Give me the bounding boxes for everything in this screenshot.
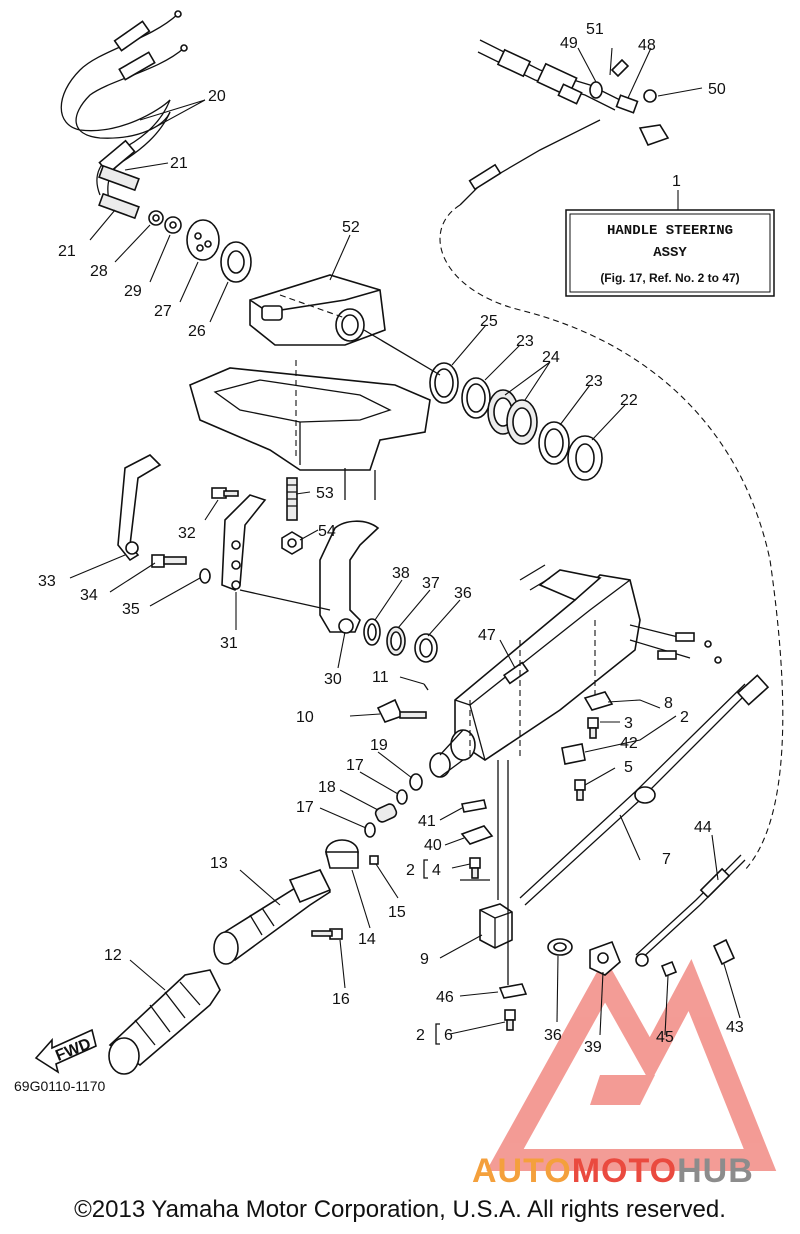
part-label-13: 13 (210, 855, 228, 872)
part-label-19: 19 (370, 737, 388, 754)
part-label-37: 37 (422, 575, 440, 592)
small-fasteners (151, 487, 239, 584)
part-label-36a: 36 (454, 585, 472, 602)
leader-lines (69, 47, 741, 1036)
part-label-20: 20 (208, 88, 226, 105)
part-label-50: 50 (708, 81, 726, 98)
watermark-logo (486, 957, 777, 1171)
part-label-43: 43 (726, 1019, 744, 1036)
part-label-25: 25 (480, 313, 498, 330)
part-label-14: 14 (358, 931, 376, 948)
part-label-29: 29 (124, 283, 142, 300)
part-label-5: 5 (624, 759, 633, 776)
steering-handle-body (429, 564, 641, 778)
part-label-2b: 2 (406, 862, 415, 879)
friction-bracket (249, 274, 386, 346)
handle-clips (561, 691, 614, 801)
part-label-38: 38 (392, 565, 410, 582)
watermark-word-auto: AUTO (472, 1152, 572, 1190)
throttle-tube (213, 839, 379, 965)
part-label-23a: 23 (516, 333, 534, 350)
part-label-22: 22 (620, 392, 638, 409)
fwd-arrow: FWD (34, 1028, 97, 1074)
part-label-27: 27 (154, 303, 172, 320)
ref-bracket-4 (423, 859, 428, 879)
cable-fittings (148, 210, 252, 283)
part-label-36b: 36 (544, 1027, 562, 1044)
part-label-10: 10 (296, 709, 314, 726)
shift-linkage (547, 938, 736, 978)
part-label-24: 24 (542, 349, 560, 366)
part-label-3: 3 (624, 715, 633, 732)
part-label-16: 16 (332, 991, 350, 1008)
assembly-callout-box: HANDLE STEERING ASSY (Fig. 17, Ref. No. … (565, 190, 775, 297)
part-label-1: 1 (672, 173, 681, 190)
part-label-15: 15 (388, 904, 406, 921)
shift-cables (519, 674, 770, 967)
callout-line2: ASSY (653, 245, 687, 261)
part-label-54: 54 (318, 523, 336, 540)
bracket-washers (363, 618, 438, 663)
part-label-42: 42 (620, 735, 638, 752)
part-label-52: 52 (342, 219, 360, 236)
part-label-17a: 17 (346, 757, 364, 774)
part-label-32: 32 (178, 525, 196, 542)
part-label-39: 39 (584, 1039, 602, 1056)
assy-boundary-line (439, 204, 784, 871)
part-label-34: 34 (80, 587, 98, 604)
mount-bracket (189, 360, 431, 500)
part-label-44: 44 (694, 819, 712, 836)
part-label-12: 12 (104, 947, 122, 964)
part-label-46: 46 (436, 989, 454, 1006)
callout-line3: (Fig. 17, Ref. No. 2 to 47) (600, 271, 739, 285)
part-label-18: 18 (318, 779, 336, 796)
part-label-23b: 23 (585, 373, 603, 390)
watermark-wordmark: AUTOMOTOHUB (472, 1152, 754, 1190)
part-label-33: 33 (38, 573, 56, 590)
part-label-9: 9 (420, 951, 429, 968)
callout-line1: HANDLE STEERING (607, 223, 733, 239)
left-brackets (117, 454, 380, 634)
part-label-47: 47 (478, 627, 496, 644)
ref-bracket-6 (435, 1023, 440, 1045)
part-label-51: 51 (586, 21, 604, 38)
part-label-2a: 2 (680, 709, 689, 726)
part-label-35: 35 (122, 601, 140, 618)
part-label-31: 31 (220, 635, 238, 652)
copyright-footer: ©2013 Yamaha Motor Corporation, U.S.A. A… (74, 1196, 726, 1223)
part-label-26: 26 (188, 323, 206, 340)
throttle-cables (60, 10, 188, 220)
part-label-7: 7 (662, 851, 671, 868)
part-label-6: 6 (444, 1027, 453, 1044)
part-label-40: 40 (424, 837, 442, 854)
watermark-word-hub: HUB (677, 1152, 754, 1190)
part-label-48: 48 (638, 37, 656, 54)
diagram-code: 69G0110-1170 (14, 1078, 106, 1094)
part-label-4: 4 (432, 862, 441, 879)
part-label-30: 30 (324, 671, 342, 688)
svg-text:AUTOMOTOHUB: AUTOMOTOHUB (472, 1152, 754, 1190)
washer-stack (363, 329, 603, 481)
part-label-21b: 21 (58, 243, 76, 260)
part-label-11: 11 (372, 669, 389, 686)
stud-bolt (281, 477, 303, 555)
part-label-21a: 21 (170, 155, 188, 172)
grip-screws (364, 683, 429, 838)
handle-grip (108, 969, 221, 1075)
part-label-45: 45 (656, 1029, 674, 1046)
part-label-17b: 17 (296, 799, 314, 816)
lower-clips (460, 760, 528, 1031)
part-label-53: 53 (316, 485, 334, 502)
part-label-49: 49 (560, 35, 578, 52)
part-label-8: 8 (664, 695, 673, 712)
part-label-2c: 2 (416, 1027, 425, 1044)
part-number-labels: 20 21 21 28 29 27 26 52 25 23 24 23 22 5… (38, 21, 744, 1056)
handle-cable-ends (629, 624, 722, 664)
part-label-28: 28 (90, 263, 108, 280)
watermark-word-moto: MOTO (572, 1152, 677, 1190)
top-linkage (459, 39, 670, 206)
part-label-41: 41 (418, 813, 436, 830)
